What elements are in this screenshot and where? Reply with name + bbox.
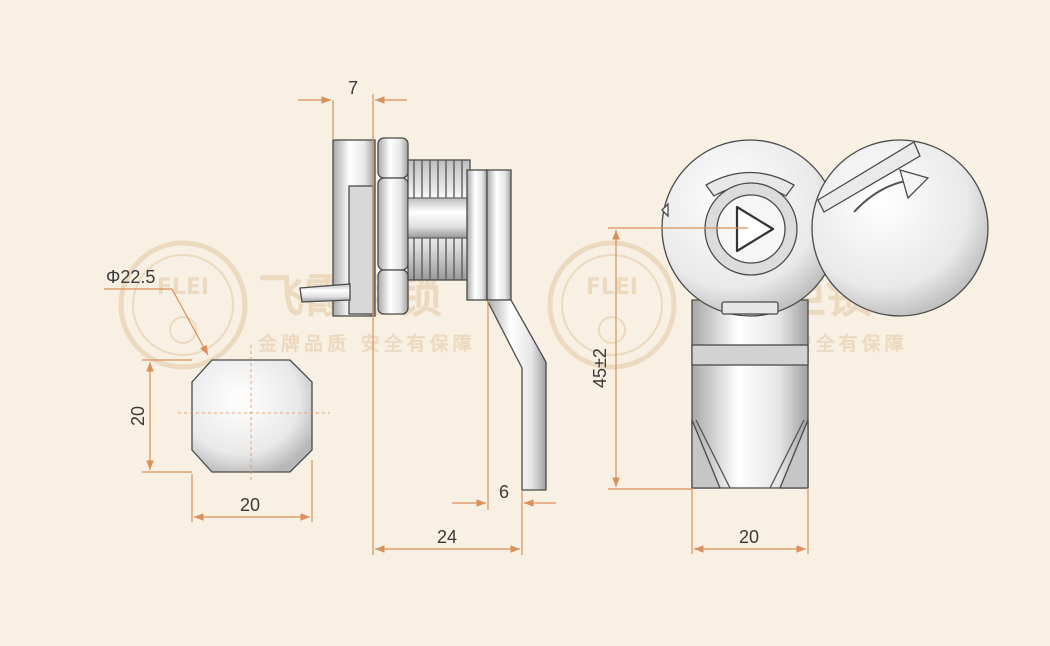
dim-24-label: 24	[437, 527, 457, 547]
watermark-brand: FLEI	[586, 275, 638, 300]
dimension-24: 24	[375, 527, 520, 553]
front-face-view	[178, 345, 330, 482]
play-arrow-icon	[735, 205, 775, 253]
dim-20-vertical-label: 20	[128, 406, 148, 426]
dimension-45: 45±2	[590, 227, 748, 490]
watermark-brand: FLEI	[157, 275, 209, 300]
dim-7-label: 7	[348, 78, 358, 98]
dimension-phi: Φ22.5	[104, 267, 209, 356]
dim-20-right-label: 20	[739, 527, 759, 547]
front-view	[661, 139, 989, 489]
dimension-20-horizontal-right: 20	[691, 488, 809, 554]
dim-6-label: 6	[499, 482, 509, 502]
dust-cover	[811, 139, 989, 317]
watermark-slogan: 金牌品质 安全有保障	[257, 332, 476, 355]
dimension-6: 6	[452, 300, 556, 555]
dimension-7: 7	[298, 78, 407, 555]
curved-arrow-icon	[899, 169, 930, 200]
dimension-20-vertical: 20	[128, 359, 192, 473]
side-view	[299, 137, 547, 491]
dim-45-label: 45±2	[590, 348, 610, 388]
dim-phi-label: Φ22.5	[106, 267, 155, 287]
dimension-20-horizontal-left: 20	[191, 460, 313, 522]
dim-20-horizontal-label: 20	[240, 495, 260, 515]
